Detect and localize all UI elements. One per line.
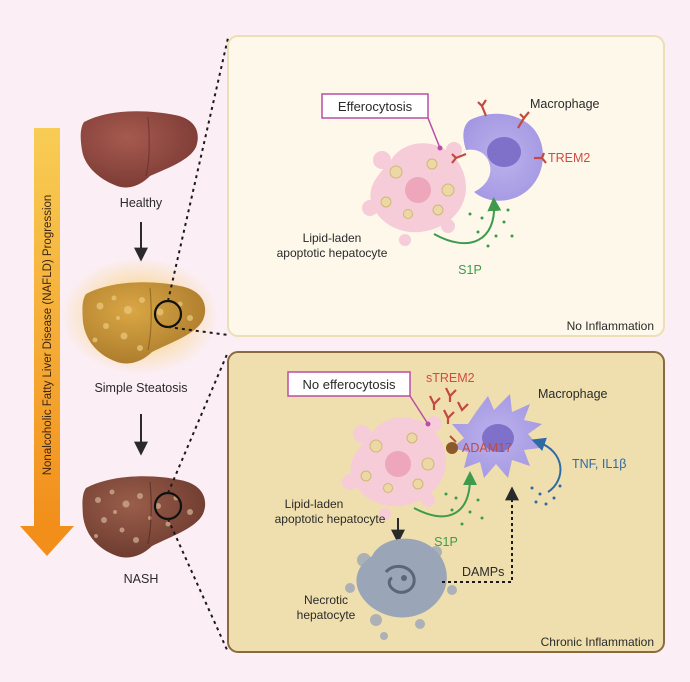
- hepatocyte-label-top-1: Lipid-laden: [303, 231, 362, 245]
- macrophage-bottom: [452, 394, 542, 478]
- macrophage-label-bottom: Macrophage: [538, 387, 608, 401]
- zoom-connectors: [167, 37, 229, 653]
- necrotic-label-1: Necrotic: [304, 593, 348, 607]
- panel-no-inflammation: Efferocytosis Macrophage TREM2 Lipid-lad…: [227, 35, 665, 337]
- s1p-dots-bottom: [444, 492, 484, 526]
- progression-label: Nonalcoholic Fatty Liver Disease (NAFLD)…: [42, 195, 54, 476]
- apoptotic-hepatocyte-top: [362, 142, 466, 246]
- necrotic-label-2: hepatocyte: [297, 608, 356, 622]
- stage-label-healthy: Healthy: [120, 196, 163, 210]
- liver-nash: [82, 476, 206, 558]
- panel-top-footer: No Inflammation: [567, 319, 654, 333]
- hepatocyte-label-top-2: apoptotic hepatocyte: [277, 246, 388, 260]
- no-efferocytosis-pointer-dot: [425, 421, 431, 427]
- strem2-label: sTREM2: [426, 371, 475, 385]
- s1p-label-top: S1P: [458, 263, 482, 277]
- damps-label: DAMPs: [462, 565, 504, 579]
- tnf-arrow: [531, 437, 562, 493]
- no-efferocytosis-label-box: [287, 371, 411, 397]
- trem2-label: TREM2: [548, 151, 590, 165]
- liver-healthy: [80, 111, 198, 188]
- hepatocyte-label-bottom-2: apoptotic hepatocyte: [275, 512, 386, 526]
- panel-bottom-footer: Chronic Inflammation: [541, 635, 654, 649]
- efferocytosis-label: Efferocytosis: [338, 99, 413, 114]
- efferocytosis-pointer: [427, 117, 441, 149]
- stage-label-steatosis: Simple Steatosis: [94, 381, 187, 395]
- adam17-label: ADAM17: [462, 441, 512, 455]
- no-efferocytosis-pointer: [409, 395, 429, 425]
- progression-arrow: Nonalcoholic Fatty Liver Disease (NAFLD)…: [20, 128, 74, 556]
- s1p-arrow-bottom: [413, 471, 477, 518]
- s1p-arrow-top: [433, 197, 502, 245]
- tnf-label: TNF, IL1β: [572, 457, 626, 471]
- macrophage-label-top: Macrophage: [530, 97, 600, 111]
- stage-label-nash: NASH: [124, 572, 159, 586]
- macrophage-top: [451, 99, 547, 201]
- adam17-enzyme: [446, 435, 458, 454]
- tnf-dots: [530, 484, 562, 506]
- panel-chronic-inflammation: No efferocytosis sTREM2 Macrophage ADAM1…: [227, 351, 665, 653]
- necrotic-hepatocyte: [345, 538, 457, 640]
- efferocytosis-pointer-dot: [437, 145, 443, 151]
- no-efferocytosis-label: No efferocytosis: [303, 377, 396, 392]
- efferocytosis-label-box: [321, 93, 429, 119]
- s1p-dots-top: [468, 208, 514, 248]
- strem2-fragments: [429, 387, 469, 424]
- s1p-label-bottom: S1P: [434, 535, 458, 549]
- apoptotic-hepatocyte-bottom: [342, 416, 446, 520]
- hepatocyte-label-bottom-1: Lipid-laden: [285, 497, 344, 511]
- liver-steatosis: [62, 258, 218, 374]
